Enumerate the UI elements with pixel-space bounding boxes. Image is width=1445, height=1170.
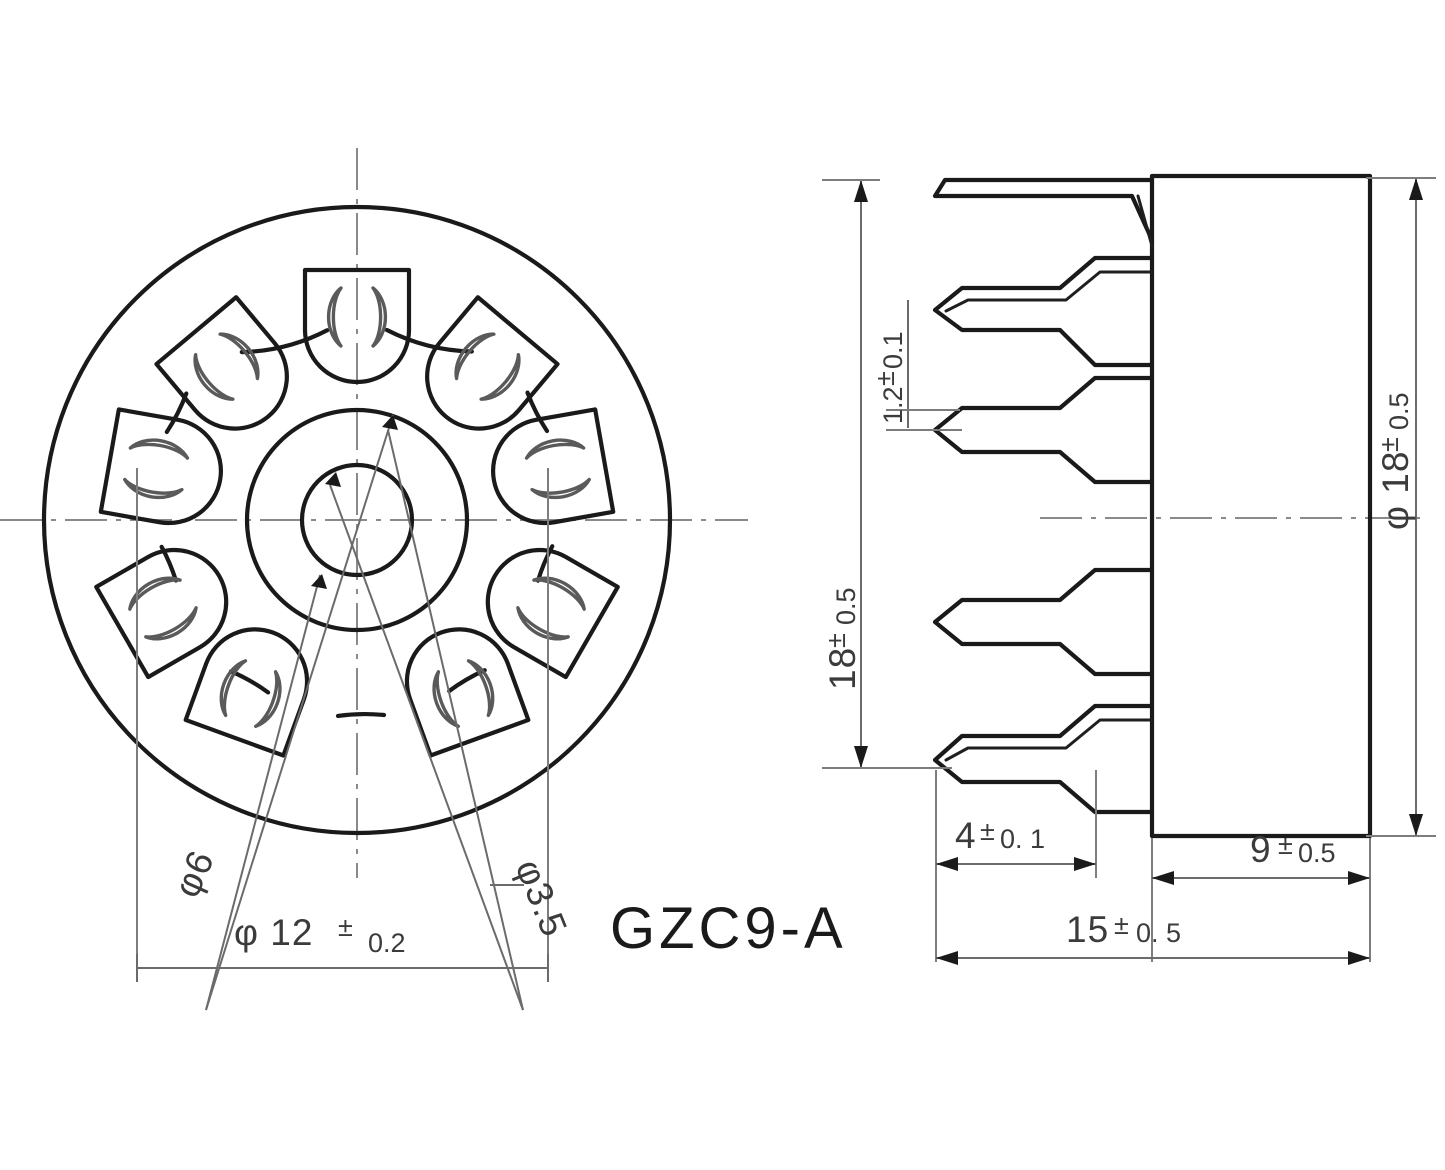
dim-phi6-text: φ6 xyxy=(166,844,222,903)
pitch-arc-8 xyxy=(525,390,550,434)
dim-9-plusminus: ± xyxy=(1278,830,1293,860)
pin-contact-2 xyxy=(406,297,558,450)
front-view: φ 12 ± 0.2 φ6 φ3.5 GZC9-A xyxy=(0,148,847,1011)
center-bore-phi3p5-circle xyxy=(299,462,415,578)
dim-15-tolerance: 0. 5 xyxy=(1136,918,1181,948)
dim-18-left-plusminus: ± xyxy=(821,633,851,648)
dim-1p2-plusminus: ± xyxy=(870,371,900,386)
pitch-arc-5 xyxy=(335,711,387,718)
dim-4-plusminus: ± xyxy=(980,816,995,846)
phi3p5-leader-line-2 xyxy=(387,429,524,1011)
dim-phi3p5-group: φ3.5 xyxy=(508,854,576,943)
pin-profile-2 xyxy=(932,375,1155,485)
dim-9-tolerance: 0.5 xyxy=(1298,838,1336,868)
pin-contact-3 xyxy=(485,409,613,531)
dim-18-left-tolerance: 0.5 xyxy=(831,587,861,625)
dim-4-arrow-right xyxy=(1074,857,1096,871)
dim-phi12-plusminus: ± xyxy=(338,912,353,942)
dim-phi18-arrow-top xyxy=(1409,178,1423,200)
pin-contact-9 xyxy=(156,297,308,450)
dim-9-arrow-right xyxy=(1348,871,1370,885)
dim-18-left-text: 18 xyxy=(822,647,863,690)
phi6-leader-line-2 xyxy=(205,574,321,1011)
top-flange-fold xyxy=(1136,194,1154,248)
pin-profile-4 xyxy=(932,703,1155,815)
dim-15-arrow-right xyxy=(1348,951,1370,965)
phi3p5-leader-arrow xyxy=(325,472,341,487)
dim-4-arrow-left xyxy=(936,857,958,871)
side-view: 18 ± 0.5 1.2 ± 0.1 φ 18 ± 0.5 xyxy=(821,173,1436,965)
dim-18-left-group: 18 ± 0.5 xyxy=(821,587,863,690)
top-flange xyxy=(932,177,1155,243)
dim-1p2-tolerance: 0.1 xyxy=(878,331,908,369)
socket-body-rect xyxy=(1149,173,1373,839)
dim-phi12-tolerance: 0.2 xyxy=(368,928,406,958)
center-bore-phi6-circle xyxy=(244,407,470,633)
pin-contact-4 xyxy=(469,531,618,677)
dim-1p2-group: 1.2 ± 0.1 xyxy=(870,331,908,424)
pin-profile-3 xyxy=(932,567,1155,677)
phi6-leader-arrow xyxy=(382,415,398,430)
dim-phi3p5-text: φ3.5 xyxy=(508,854,576,943)
phi6-leader-arrow-2 xyxy=(311,574,327,589)
phi3p5-leader-line xyxy=(329,484,524,1011)
dim-phi12-text: φ 12 xyxy=(234,912,313,953)
dim-15-arrow-left xyxy=(936,951,958,965)
socket-outer-circle xyxy=(41,204,673,836)
dim-9-arrow-left xyxy=(1152,871,1174,885)
dim-1p2-text: 1.2 xyxy=(878,386,908,424)
pin-profile-1 xyxy=(932,255,1155,368)
phi6-leader-line xyxy=(205,414,394,1011)
dim-phi18-text: φ 18 xyxy=(1375,451,1416,530)
dim-4-text: 4 xyxy=(955,815,977,856)
dim-phi18-plusminus: ± xyxy=(1374,437,1404,452)
pitch-arc-9 xyxy=(384,327,474,354)
pin-contact-8 xyxy=(101,409,229,531)
dim-15-plusminus: ± xyxy=(1114,910,1129,940)
dim-phi18-tolerance: 0.5 xyxy=(1384,392,1414,430)
pitch-arc-1 xyxy=(239,328,330,355)
dim-9-text: 9 xyxy=(1250,829,1272,870)
dim-phi18-group: φ 18 ± 0.5 xyxy=(1374,392,1416,530)
dim-4-tolerance: 0. 1 xyxy=(1000,824,1045,854)
pitch-arc-2 xyxy=(164,391,189,435)
pin-contact-7 xyxy=(96,531,245,677)
dim-18-left-arrow-top xyxy=(854,180,868,202)
dim-18-left-arrow-bottom xyxy=(854,746,868,768)
dim-phi6-group: φ6 xyxy=(166,844,222,903)
dim-15-text: 15 xyxy=(1066,909,1109,950)
pitch-arc-4 xyxy=(228,669,271,695)
dim-phi18-arrow-bottom xyxy=(1409,814,1423,836)
part-number-label: GZC9-A xyxy=(610,896,847,961)
